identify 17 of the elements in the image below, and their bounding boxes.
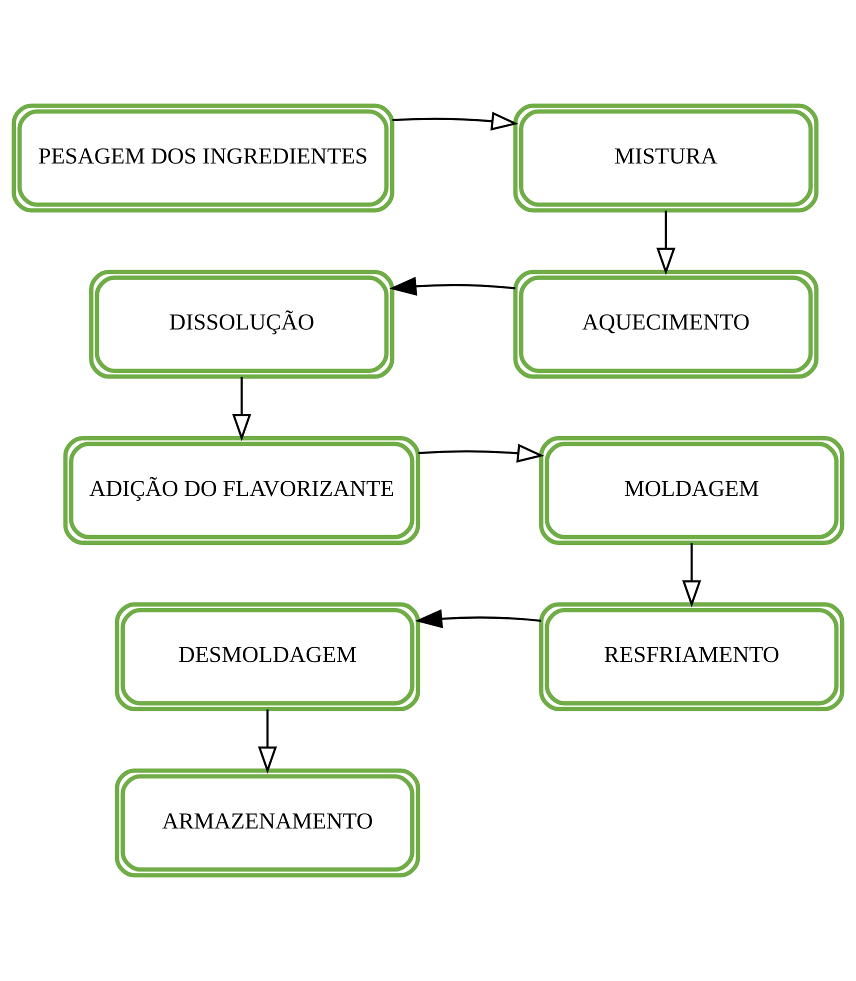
arrow xyxy=(392,112,518,131)
arrow xyxy=(389,276,516,296)
arrow xyxy=(682,543,702,608)
arrow xyxy=(656,210,676,276)
node-box: PESAGEM DOS INGREDIENTES xyxy=(12,104,394,212)
node-box: ARMAZENAMENTO xyxy=(114,768,420,878)
node-box: AQUECIMENTO xyxy=(513,270,818,379)
arrow xyxy=(415,609,542,628)
node-box: DESMOLDAGEM xyxy=(114,602,420,712)
node-box: ADIÇÃO DO FLAVORIZANTE xyxy=(63,436,420,545)
arrow xyxy=(418,444,544,463)
arrow xyxy=(258,709,278,774)
node-box: RESFRIAMENTO xyxy=(539,602,844,712)
arrow xyxy=(232,376,252,442)
node-box: MOLDAGEM xyxy=(539,436,844,545)
node-box: DISSOLUÇÃO xyxy=(89,270,394,379)
node-box: MISTURA xyxy=(513,104,818,212)
